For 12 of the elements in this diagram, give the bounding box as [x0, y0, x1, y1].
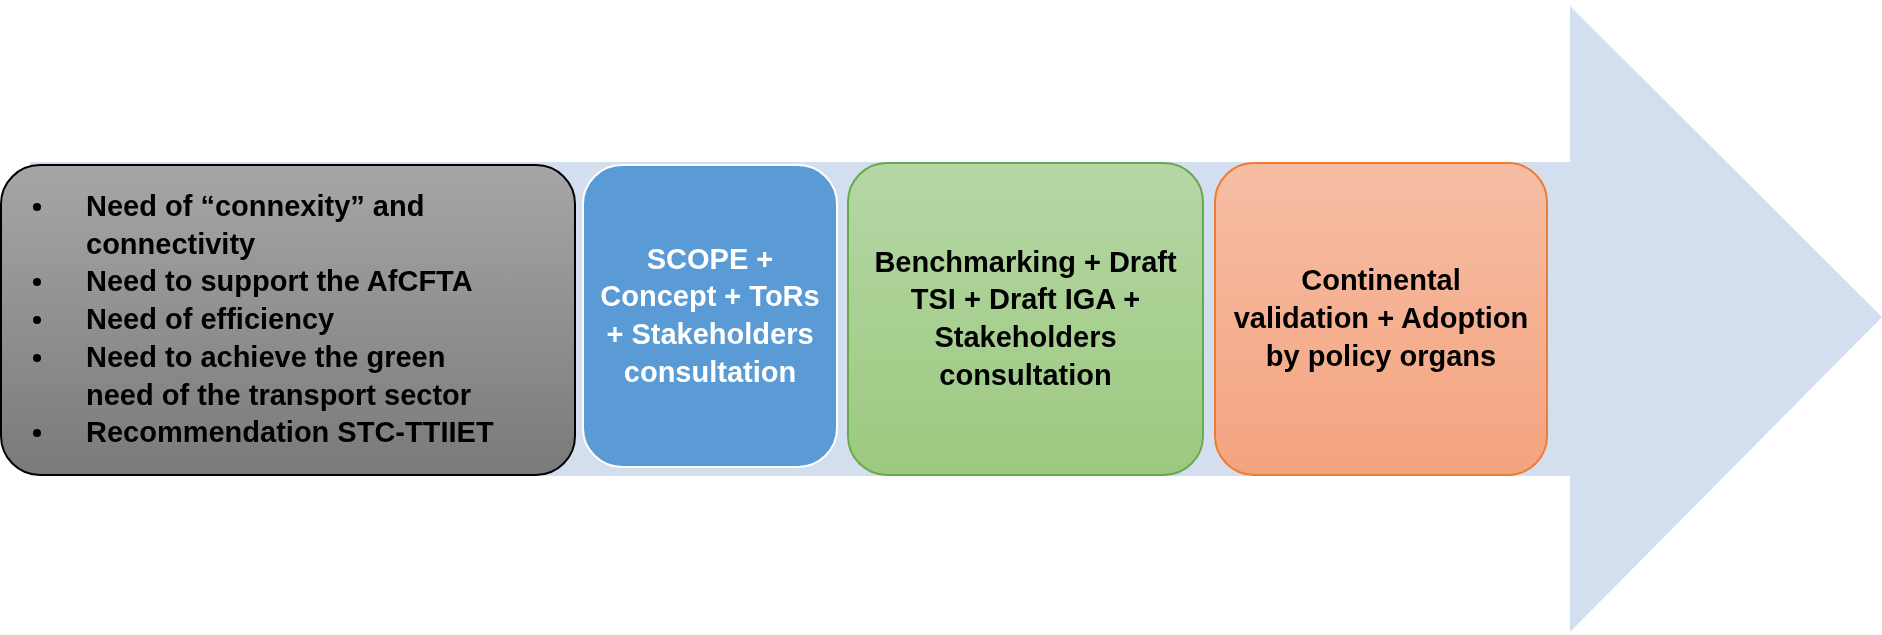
- box-text: SCOPE + Concept + ToRs + Stakeholders consultation: [599, 241, 821, 390]
- bullet-text: Need to achieve the green need of the transport sector: [86, 340, 472, 411]
- bullet-text: Recommendation STC-TTIIET: [86, 416, 494, 449]
- box-text: Continental validation + Adoption by policy organs: [1232, 263, 1530, 374]
- bullet-text: Need of “connexity” and connectivity: [86, 190, 425, 260]
- bullet-text: Need of efficiency: [86, 303, 335, 336]
- process-box: [847, 162, 1204, 476]
- process-box: [1214, 162, 1548, 476]
- process-box: [582, 164, 838, 468]
- process-box: [0, 164, 576, 476]
- bullet-text: Need to support the AfCFTA: [86, 265, 473, 298]
- box-text: Benchmarking + Draft TSI + Draft IGA + Stakeholders consultation: [873, 244, 1178, 393]
